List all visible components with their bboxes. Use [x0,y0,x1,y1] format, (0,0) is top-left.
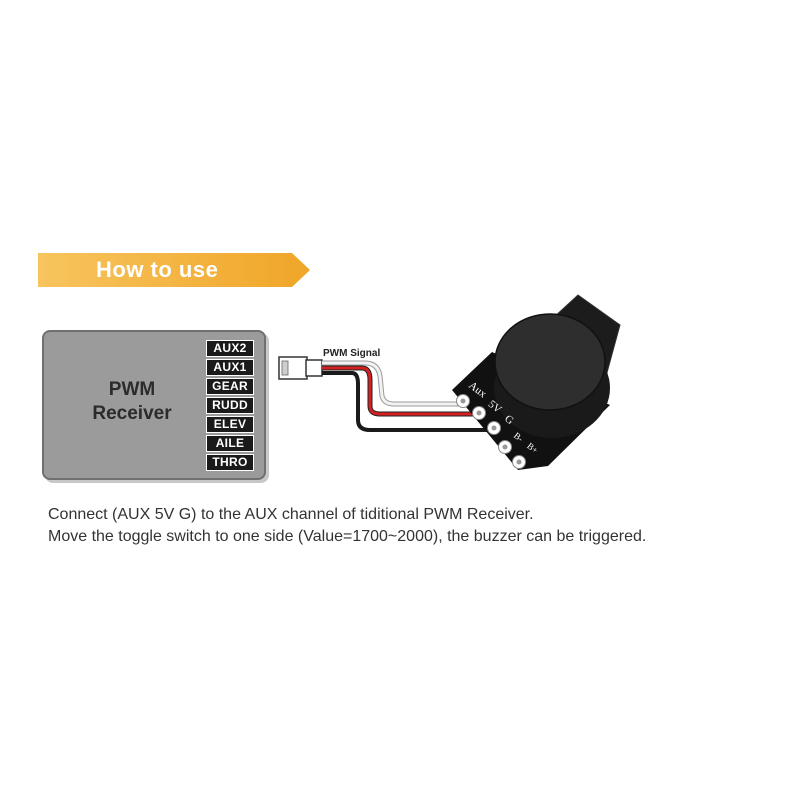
pwm-signal-label: PWM Signal [323,348,381,359]
channel-aux2: AUX2 [206,340,254,357]
how-to-use-banner: How to use [38,253,310,287]
channel-thro: THRO [206,454,254,471]
channel-aile: AILE [206,435,254,452]
instruction-line-1: Connect (AUX 5V G) to the AUX channel of… [48,506,534,523]
channel-gear: GEAR [206,378,254,395]
instruction-line-2: Move the toggle switch to one side (Valu… [48,528,647,545]
receiver-channels: AUX2 AUX1 GEAR RUDD ELEV AILE THRO [206,340,254,473]
instructions: Connect (AUX 5V G) to the AUX channel of… [48,504,788,548]
buzzer-top [494,313,606,411]
channel-rudd: RUDD [206,397,254,414]
banner-title: How to use [96,257,219,282]
connector-plug [278,356,323,380]
receiver-name: PWM Receiver [92,379,172,424]
channel-aux1: AUX1 [206,359,254,376]
ground-wire [322,371,492,432]
pwm-receiver: PWM Receiver AUX2 AUX1 GEAR RUDD ELEV AI… [42,330,266,480]
banner-shape [38,253,310,287]
channel-elev: ELEV [206,416,254,433]
buzzer-module [452,294,621,470]
